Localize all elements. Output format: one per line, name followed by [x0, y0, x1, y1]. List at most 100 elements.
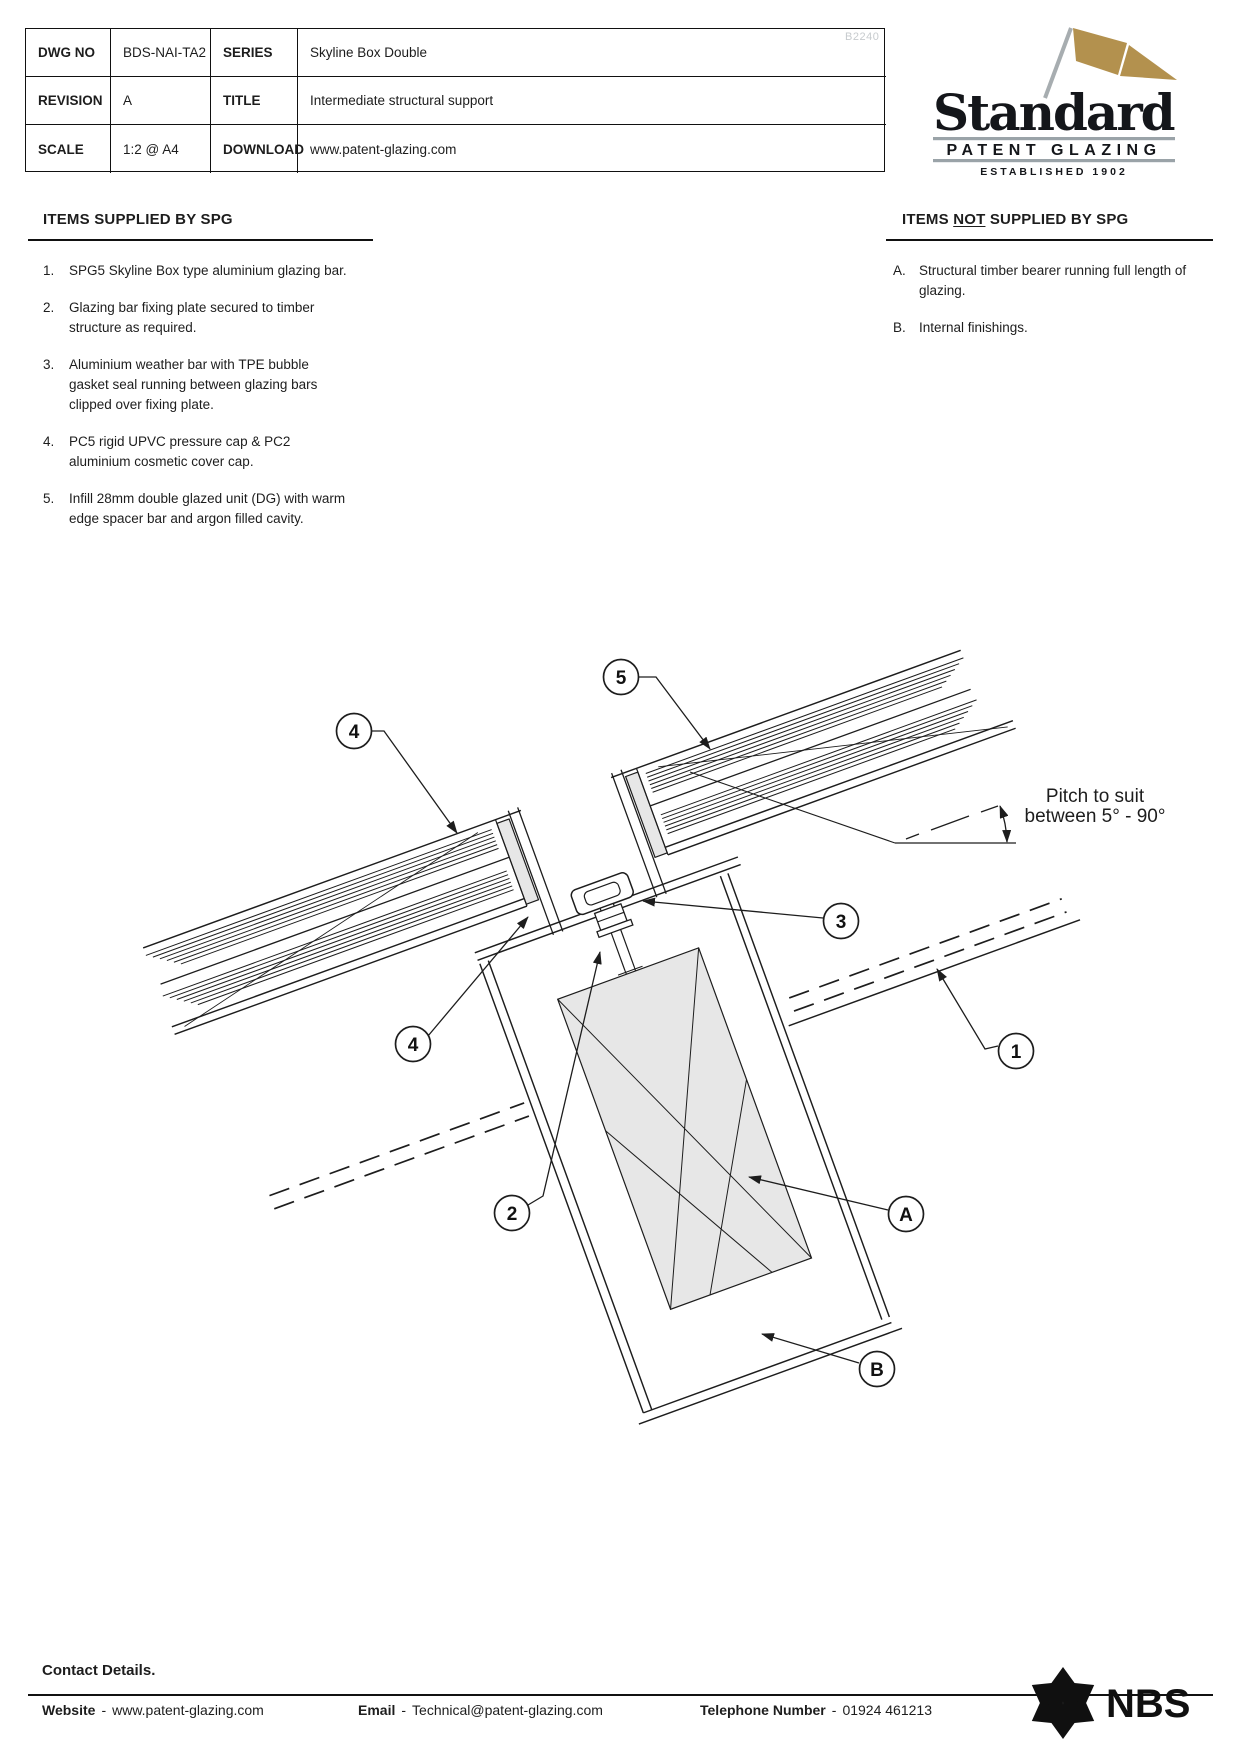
list-item: A. Structural timber bearer running full…: [893, 261, 1213, 301]
svg-text:3: 3: [836, 912, 847, 933]
callout-B: B: [761, 1333, 896, 1388]
not-supplied-list: A. Structural timber bearer running full…: [893, 261, 1213, 355]
supplied-title-rule: [28, 239, 373, 241]
nbs-star-icon: [1031, 1667, 1095, 1739]
logo-rule-bottom: [933, 159, 1175, 163]
pressure-cap-line: [142, 649, 961, 949]
download-label: DOWNLOAD: [211, 125, 304, 173]
item-number: 2.: [43, 300, 55, 315]
glass-break-lines: [184, 726, 1008, 1027]
scale-label: SCALE: [26, 125, 111, 173]
not-supplied-title-not: NOT: [953, 211, 986, 228]
website-label: Website: [42, 1702, 96, 1718]
supplied-title: ITEMS SUPPLIED BY SPG: [43, 211, 233, 228]
email-link[interactable]: Technical@patent-glazing.com: [412, 1702, 603, 1718]
callout-A: A: [748, 1175, 925, 1233]
supplied-list: 1. SPG5 Skyline Box type aluminium glazi…: [43, 261, 349, 546]
item-number: 1.: [43, 263, 55, 278]
list-item: 5. Infill 28mm double glazed unit (DG) w…: [43, 489, 349, 529]
pitch-note-line1: Pitch to suit: [1046, 786, 1145, 807]
pitch-note-line2: between 5° - 90°: [1025, 806, 1166, 827]
unit-bottom-lines: [171, 720, 1016, 1036]
callout-2: 2: [493, 951, 602, 1232]
svg-text:5: 5: [616, 668, 627, 689]
item-text: Structural timber bearer running full le…: [919, 263, 1187, 298]
series-label: SERIES: [211, 29, 298, 77]
item-number: 3.: [43, 357, 55, 372]
list-item: 4. PC5 rigid UPVC pressure cap & PC2 alu…: [43, 432, 349, 472]
svg-text:4: 4: [349, 722, 360, 743]
dg-edge-lines: [494, 768, 669, 907]
svg-text:1: 1: [1011, 1042, 1022, 1063]
callout-4-lower: 4: [394, 916, 529, 1063]
hidden-finish-lines-left: [269, 1102, 530, 1210]
phone-number: 01924 461213: [842, 1702, 932, 1718]
revision-value: A: [111, 77, 211, 125]
company-logo: Standard PATENT GLAZING ESTABLISHED 1902: [933, 27, 1177, 178]
hidden-finish-lines-right: [788, 897, 1067, 1012]
svg-text:2: 2: [507, 1204, 518, 1225]
callout-3: 3: [642, 897, 860, 940]
contact-details-heading: Contact Details.: [42, 1662, 156, 1679]
pitch-angle-indicator: [689, 771, 1016, 844]
email-contact: Email-Technical@patent-glazing.com: [358, 1702, 603, 1718]
dwg-no-label: DWG NO: [26, 29, 111, 77]
svg-text:4: 4: [408, 1035, 419, 1056]
contact-row: Website-www.patent-glazing.com Email-Tec…: [0, 1702, 1240, 1724]
drawing-info-table: DWG NO BDS-NAI-TA2 SERIES Skyline Box Do…: [25, 28, 886, 173]
phone-contact: Telephone Number-01924 461213: [700, 1702, 932, 1718]
separator: -: [101, 1702, 107, 1718]
item-number: B.: [893, 320, 906, 335]
website-contact: Website-www.patent-glazing.com: [42, 1702, 264, 1718]
separator: -: [831, 1702, 837, 1718]
list-item: 1. SPG5 Skyline Box type aluminium glazi…: [43, 261, 349, 281]
dwg-no-value: BDS-NAI-TA2: [111, 29, 211, 77]
scale-value: 1:2 @ A4: [111, 125, 211, 173]
internal-finishing: [479, 873, 903, 1425]
glazing-assembly: [142, 649, 1081, 1425]
list-item: 2. Glazing bar fixing plate secured to t…: [43, 298, 349, 338]
footer-rule: [28, 1694, 1213, 1696]
logo-tagline: PATENT GLAZING: [946, 142, 1161, 159]
svg-text:B: B: [870, 1360, 884, 1381]
item-number: 5.: [43, 491, 55, 506]
svg-text:A: A: [899, 1205, 913, 1226]
logo-rule-top: [933, 137, 1175, 141]
not-supplied-title-rule: [886, 239, 1213, 241]
item-text: Aluminium weather bar with TPE bubble ga…: [69, 357, 318, 412]
bottom-pane-lines: [162, 699, 977, 1006]
email-label: Email: [358, 1702, 396, 1718]
list-item: B. Internal finishings.: [893, 318, 1213, 338]
nbs-logo: NBS: [1031, 1667, 1190, 1739]
callout-4-upper: 4: [335, 712, 458, 834]
title-label: TITLE: [211, 77, 298, 125]
separator: -: [401, 1702, 407, 1718]
revision-label: REVISION: [26, 77, 111, 125]
download-url[interactable]: www.patent-glazing.com: [310, 141, 457, 157]
dg-edge-seal: [496, 818, 540, 905]
not-supplied-title-suffix: SUPPLIED BY SPG: [985, 211, 1129, 228]
nbs-wordmark: NBS: [1106, 1682, 1190, 1726]
callout-1: 1: [936, 968, 1035, 1070]
phone-label: Telephone Number: [700, 1702, 826, 1718]
item-text: Internal finishings.: [919, 320, 1028, 335]
timber-bearer: [556, 947, 813, 1311]
glazing-bar-box: [507, 769, 667, 936]
technical-drawing: Pitch to suit between 5° - 90° 5 4 3 4 2…: [142, 649, 1166, 1425]
not-supplied-title: ITEMS NOT SUPPLIED BY SPG: [902, 211, 1128, 228]
item-text: Glazing bar fixing plate secured to timb…: [69, 300, 315, 335]
not-supplied-title-prefix: ITEMS: [902, 211, 954, 228]
item-text: PC5 rigid UPVC pressure cap & PC2 alumin…: [69, 434, 291, 469]
flag-icon: [1043, 27, 1177, 99]
logo-established: ESTABLISHED 1902: [980, 166, 1128, 178]
cavity-line: [160, 688, 971, 985]
item-number: 4.: [43, 434, 55, 449]
bearer-edge-line: [788, 919, 1081, 1027]
website-link[interactable]: www.patent-glazing.com: [112, 1702, 264, 1718]
series-value: Skyline Box Double: [298, 29, 886, 77]
item-number: A.: [893, 263, 906, 278]
drawing-title: Intermediate structural support: [298, 77, 886, 125]
callout-5: 5: [602, 658, 711, 750]
item-text: Infill 28mm double glazed unit (DG) with…: [69, 491, 346, 526]
